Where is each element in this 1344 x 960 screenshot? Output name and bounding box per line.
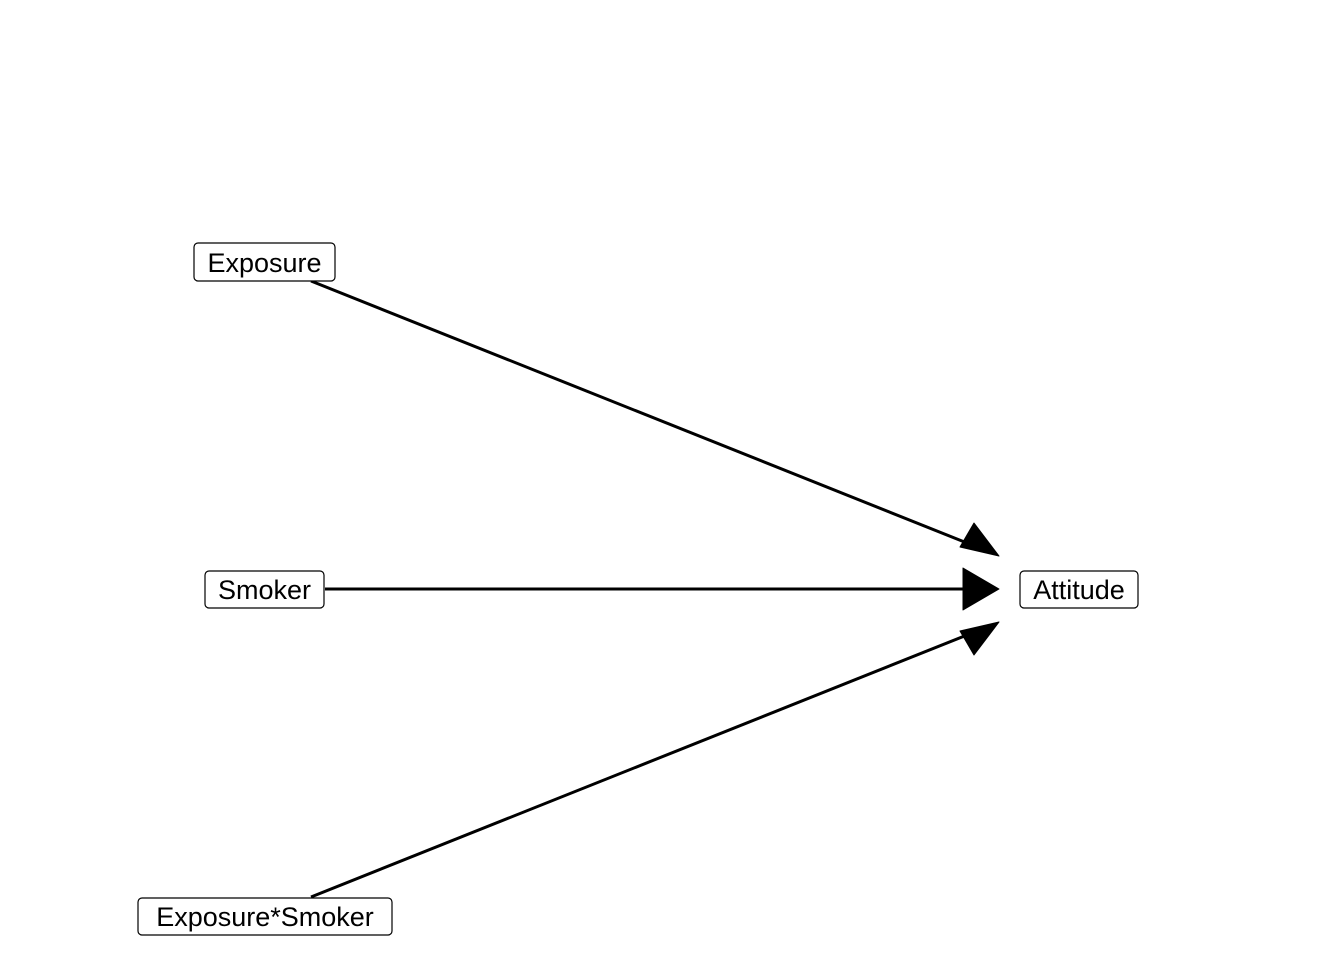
node-box <box>204 570 325 609</box>
node-exposure: Exposure <box>193 242 336 282</box>
arrowhead <box>959 621 1000 656</box>
node-label-exposure: Exposure <box>207 248 321 278</box>
node-interaction: Exposure*Smoker <box>137 897 393 936</box>
edge-interaction-to-attitude <box>310 621 1000 899</box>
edge-exposure-to-attitude <box>310 279 1000 557</box>
edge-line <box>310 631 973 899</box>
node-box <box>137 897 393 936</box>
edge-smoker-to-attitude <box>325 567 1000 611</box>
node-box <box>193 242 336 282</box>
node-attitude: Attitude <box>1019 570 1139 609</box>
node-label-attitude: Attitude <box>1033 575 1125 605</box>
node-smoker: Smoker <box>204 570 325 609</box>
node-label-smoker: Smoker <box>218 575 311 605</box>
node-label-exposure-smoker: Exposure*Smoker <box>156 902 374 932</box>
arrowhead <box>959 522 1000 557</box>
edge-line <box>310 279 973 547</box>
node-box <box>1019 570 1139 609</box>
arrowhead <box>962 567 1000 611</box>
edges <box>310 279 1000 899</box>
